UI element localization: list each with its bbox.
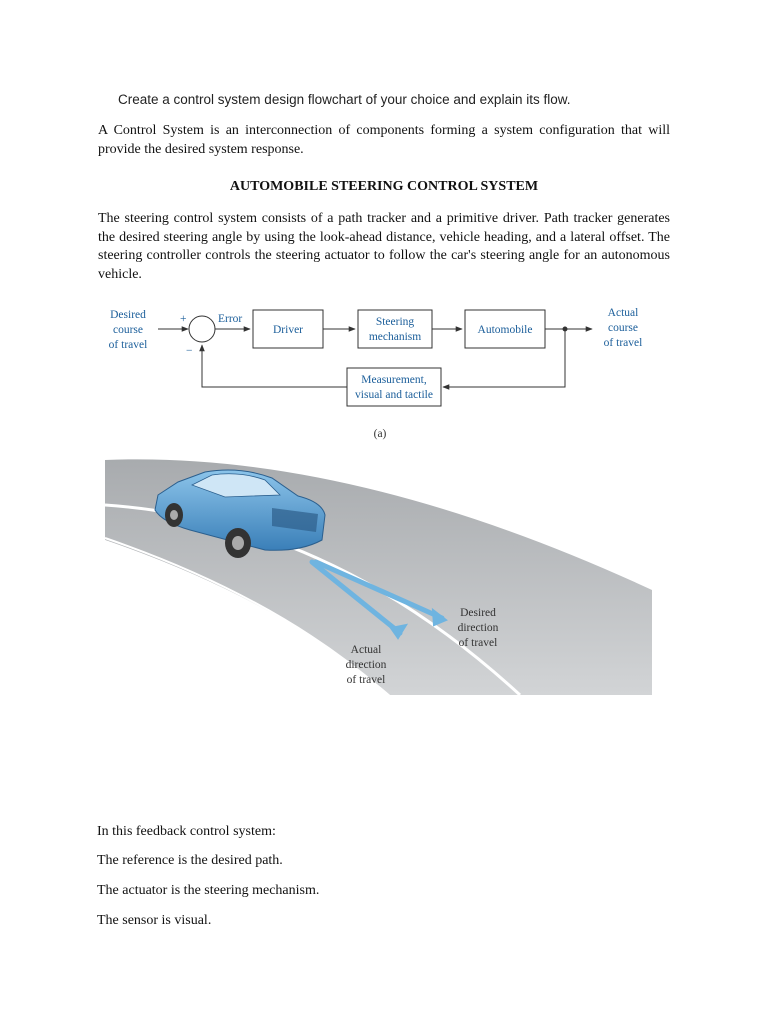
actual-label-line-3: of travel: [347, 674, 386, 686]
minus-sign: −: [186, 345, 193, 357]
body-paragraph: The steering control system consists of …: [98, 210, 670, 284]
road-illustration: Desired direction of travel Actual direc…: [105, 459, 652, 695]
summing-junction: [189, 316, 215, 342]
intro-paragraph: A Control System is an interconnection o…: [98, 122, 670, 159]
output-label-line-2: course: [608, 322, 638, 334]
block-diagram: Desired course of travel + − Error Drive…: [109, 307, 643, 440]
desired-label-line-2: direction: [458, 622, 499, 634]
measurement-label-line-1: Measurement,: [361, 374, 427, 386]
section-title: AUTOMOBILE STEERING CONTROL SYSTEM: [98, 179, 670, 195]
desired-label-line-3: of travel: [459, 637, 498, 649]
figure-svg: Desired course of travel + − Error Drive…: [100, 300, 660, 700]
summary-line-2: The reference is the desired path.: [97, 853, 283, 869]
input-label-line-2: course: [113, 324, 143, 336]
output-label-line-1: Actual: [608, 307, 639, 319]
feedback-to-junction-arrow: [202, 345, 347, 387]
summary-line-4: The sensor is visual.: [97, 913, 211, 929]
figure-caption: (a): [374, 428, 387, 440]
assignment-prompt: Create a control system design flowchart…: [118, 92, 570, 107]
output-label-line-3: of travel: [604, 337, 643, 349]
summary-line-1: In this feedback control system:: [97, 824, 276, 840]
summary-line-3: The actuator is the steering mechanism.: [97, 883, 319, 899]
desired-label-line-1: Desired: [460, 607, 496, 619]
actual-label-line-1: Actual: [351, 644, 382, 656]
driver-label: Driver: [273, 324, 303, 336]
input-label-line-3: of travel: [109, 339, 148, 351]
feedback-to-measurement-arrow: [443, 329, 565, 387]
actual-label-line-2: direction: [346, 659, 387, 671]
input-label-line-1: Desired: [110, 309, 146, 321]
plus-sign: +: [180, 313, 187, 325]
measurement-label-line-2: visual and tactile: [355, 389, 433, 401]
steering-label-line-1: Steering: [376, 316, 415, 328]
steering-figure: Desired course of travel + − Error Drive…: [100, 300, 660, 700]
steering-label-line-2: mechanism: [369, 331, 421, 343]
automobile-label: Automobile: [478, 324, 533, 336]
error-label: Error: [218, 313, 242, 325]
